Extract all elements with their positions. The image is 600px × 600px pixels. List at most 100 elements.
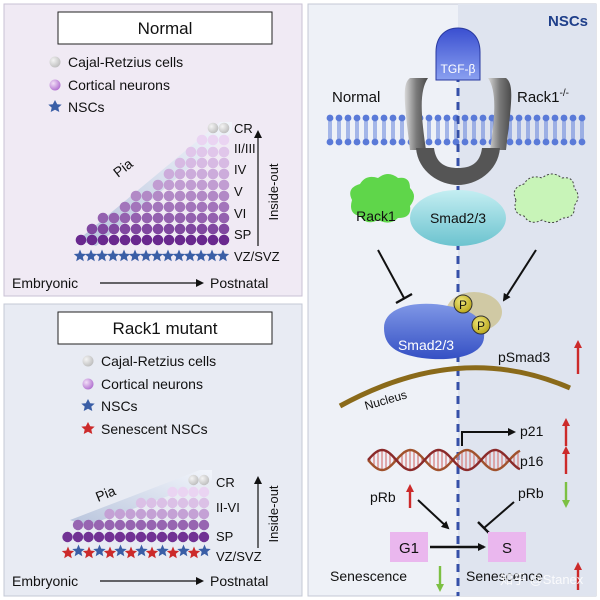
neuron-cell bbox=[130, 234, 142, 246]
neuron-cell bbox=[141, 190, 153, 202]
normal-layer-labels: CR II/III IV V VI SP VZ/SVZ bbox=[234, 121, 280, 264]
lipid-head bbox=[569, 114, 577, 122]
lipid-head bbox=[362, 138, 370, 146]
neuron-cell bbox=[174, 168, 186, 180]
nuclear-envelope bbox=[338, 365, 571, 409]
lipid-head bbox=[443, 138, 451, 146]
neuron-cell bbox=[196, 168, 208, 180]
neuron-cell bbox=[198, 508, 210, 520]
normal-cortex-cells bbox=[73, 122, 230, 262]
cr-cell bbox=[207, 122, 219, 134]
pathway-panel: NSCs Normal Rack1-/- TGF-β Rack1 Smad2/3… bbox=[307, 3, 597, 597]
nsc-star bbox=[93, 544, 106, 557]
lipid-head bbox=[362, 114, 370, 122]
missing-rack1 bbox=[513, 173, 579, 224]
nsc-star bbox=[73, 249, 87, 262]
neuron-cell bbox=[207, 146, 219, 158]
neuron-cell bbox=[119, 234, 131, 246]
neuron-cell bbox=[156, 531, 168, 543]
lipid-head bbox=[380, 138, 388, 146]
time-start-label: Embryonic bbox=[12, 573, 78, 589]
neuron-cell bbox=[185, 157, 197, 169]
neuron-cell bbox=[207, 212, 219, 224]
neuron-cell bbox=[125, 508, 136, 520]
layer-label-vz-svz: VZ/SVZ bbox=[216, 549, 262, 564]
layer-label-ii-iii: II/III bbox=[234, 141, 256, 156]
neuron-cell bbox=[108, 234, 120, 246]
lipid-head bbox=[461, 138, 469, 146]
nsc-star bbox=[128, 249, 142, 262]
lipid-head bbox=[524, 138, 532, 146]
lipid-head bbox=[326, 138, 334, 146]
lipid-head bbox=[425, 114, 433, 122]
neuron-cell bbox=[156, 497, 168, 509]
rack1-label: Rack1 bbox=[356, 208, 396, 224]
prb-inhibit-line bbox=[483, 501, 515, 529]
mutant-title: Rack1 mutant bbox=[113, 319, 218, 338]
phospho-label-2: P bbox=[477, 319, 485, 333]
legend-senescent-label: Senescent NSCs bbox=[101, 421, 208, 437]
senescence-right-label: Senescence bbox=[466, 568, 543, 584]
neuron-cell bbox=[174, 234, 186, 246]
neuron-cell bbox=[185, 212, 197, 224]
neuron-cell bbox=[146, 519, 157, 531]
lipid-head bbox=[344, 138, 352, 146]
nsc-star bbox=[95, 249, 109, 262]
neuron-cell bbox=[135, 531, 147, 543]
layer-label-sp: SP bbox=[216, 529, 233, 544]
neuron-cell bbox=[93, 519, 105, 531]
neuron-cell bbox=[146, 497, 157, 509]
lipid-head bbox=[335, 138, 343, 146]
neuron-cell bbox=[152, 234, 164, 246]
lipid-head bbox=[560, 138, 568, 146]
prb-left-label: pRb bbox=[370, 489, 396, 505]
legend-cr-label: Cajal-Retzius cells bbox=[68, 54, 183, 70]
lipid-head bbox=[542, 114, 550, 122]
neuron-cell bbox=[108, 212, 120, 224]
g1-box bbox=[390, 532, 428, 562]
neuron-cell bbox=[62, 531, 73, 543]
cr-cell bbox=[188, 474, 199, 486]
phospho-label-1: P bbox=[459, 298, 467, 312]
nsc-star bbox=[198, 544, 211, 557]
neuron-cell bbox=[207, 134, 219, 146]
layer-label-vi: VI bbox=[234, 206, 246, 221]
neuron-cell bbox=[130, 223, 142, 235]
lipid-head bbox=[353, 138, 361, 146]
neuron-cell bbox=[196, 190, 208, 202]
neuron-cell bbox=[104, 531, 115, 543]
receptor-base bbox=[416, 148, 500, 185]
lipid-head bbox=[353, 114, 361, 122]
lipid-head bbox=[515, 138, 523, 146]
legend-neuron-label: Cortical neurons bbox=[101, 376, 203, 392]
nsc-star bbox=[72, 544, 85, 557]
neuron-cell bbox=[185, 223, 197, 235]
lipid-head bbox=[434, 138, 442, 146]
layer-label-cr: CR bbox=[234, 121, 253, 136]
neuron-cell bbox=[152, 179, 164, 191]
layer-label-ii-vi: II-VI bbox=[216, 500, 240, 515]
neuron-cell bbox=[97, 223, 109, 235]
lipid-head bbox=[380, 114, 388, 122]
legend-neuron-label: Cortical neurons bbox=[68, 77, 170, 93]
neuron-cell bbox=[108, 223, 120, 235]
neuron-cell bbox=[218, 201, 230, 213]
neuron-cell bbox=[174, 201, 186, 213]
lipid-head bbox=[524, 114, 532, 122]
psmad23-complex bbox=[384, 303, 485, 360]
neuron-cell bbox=[177, 486, 189, 498]
neuron-cell bbox=[146, 531, 157, 543]
neuron-cell bbox=[152, 201, 164, 213]
mutant-side-shade bbox=[458, 4, 596, 596]
neuron-cell bbox=[207, 179, 219, 191]
neuron-cell bbox=[196, 223, 208, 235]
neuron-cell bbox=[174, 179, 186, 191]
neuron-cell bbox=[196, 234, 208, 246]
neuron-cell bbox=[97, 212, 109, 224]
neuron-cell bbox=[207, 168, 219, 180]
neuron-cell bbox=[141, 223, 153, 235]
watermark: 知乎 @Stanex bbox=[500, 572, 584, 587]
nsc-star bbox=[161, 249, 175, 262]
inside-out-label: Inside-out bbox=[266, 163, 281, 220]
mutant-title-box bbox=[57, 311, 273, 345]
